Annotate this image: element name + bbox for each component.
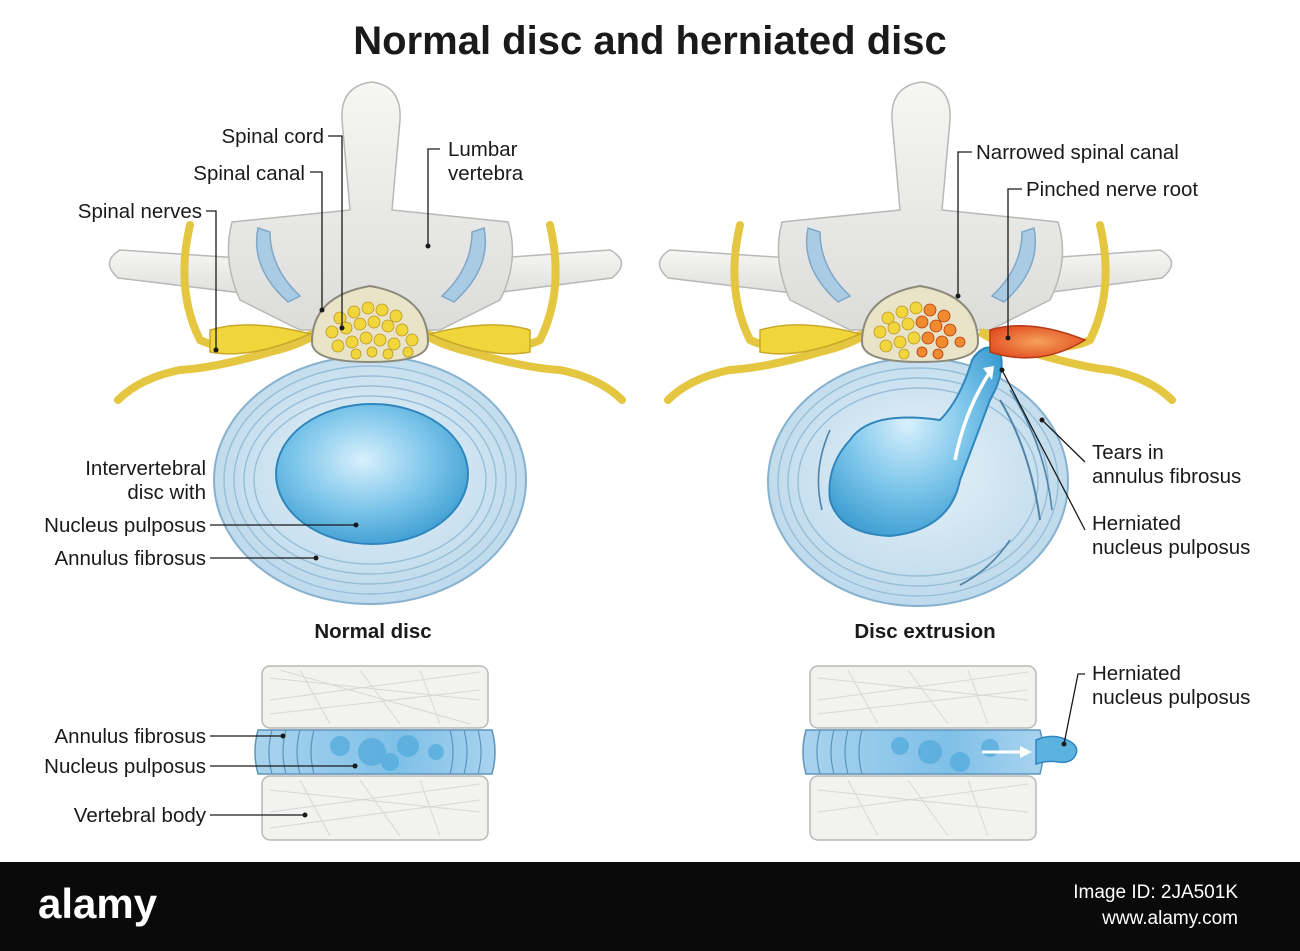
label-side-annulus-fibrosus: Annulus fibrosus bbox=[54, 725, 206, 748]
herniated-vertebra-illustration bbox=[658, 81, 1176, 607]
figure-title: Normal disc and herniated disc bbox=[353, 19, 947, 63]
label-herniated-line2: nucleus pulposus bbox=[1092, 536, 1250, 559]
right-leader-lines bbox=[955, 151, 1086, 531]
label-narrowed-spinal-canal: Narrowed spinal canal bbox=[976, 141, 1179, 164]
image-id: Image ID: 2JA501K bbox=[1073, 882, 1238, 903]
label-vertebral-body: Vertebral body bbox=[74, 804, 207, 827]
label-side-herniated-line1: Herniated bbox=[1092, 662, 1181, 685]
label-spinal-cord: Spinal cord bbox=[221, 125, 324, 148]
footer-bar: alamy Image ID: 2JA501K www.alamy.com bbox=[0, 862, 1300, 951]
label-lumbar-line1: Lumbar bbox=[448, 138, 518, 161]
normal-side-view bbox=[254, 665, 496, 841]
image-id-block: Image ID: 2JA501K www.alamy.com bbox=[1073, 880, 1238, 932]
label-herniated-line1: Herniated bbox=[1092, 512, 1181, 535]
extrusion-side-view bbox=[802, 665, 1078, 841]
alamy-logo: alamy bbox=[38, 880, 158, 927]
label-side-herniated-line2: nucleus pulposus bbox=[1092, 686, 1250, 709]
anatomy-figure: Normal disc and herniated disc bbox=[44, 19, 1250, 841]
right-side-leader-lines bbox=[1061, 673, 1085, 747]
label-nucleus-pulposus: Nucleus pulposus bbox=[44, 514, 206, 537]
label-spinal-canal: Spinal canal bbox=[193, 162, 305, 185]
left-side-leader-lines bbox=[210, 733, 358, 818]
logo-text: alamy bbox=[38, 880, 158, 927]
label-lumbar-line2: vertebra bbox=[448, 162, 524, 185]
source-url: www.alamy.com bbox=[1102, 908, 1238, 929]
normal-vertebra-illustration bbox=[108, 81, 626, 605]
label-ivd-line2: disc with bbox=[127, 481, 206, 504]
label-side-nucleus-pulposus: Nucleus pulposus bbox=[44, 755, 206, 778]
caption-normal-disc: Normal disc bbox=[314, 620, 431, 643]
label-tears-line1: Tears in bbox=[1092, 441, 1164, 464]
label-pinched-nerve-root: Pinched nerve root bbox=[1026, 178, 1198, 201]
label-annulus-fibrosus: Annulus fibrosus bbox=[54, 547, 206, 570]
label-tears-line2: annulus fibrosus bbox=[1092, 465, 1241, 488]
caption-disc-extrusion: Disc extrusion bbox=[854, 620, 995, 643]
left-leader-lines bbox=[206, 135, 440, 561]
label-spinal-nerves: Spinal nerves bbox=[78, 200, 202, 223]
label-ivd-line1: Intervertebral bbox=[85, 457, 206, 480]
